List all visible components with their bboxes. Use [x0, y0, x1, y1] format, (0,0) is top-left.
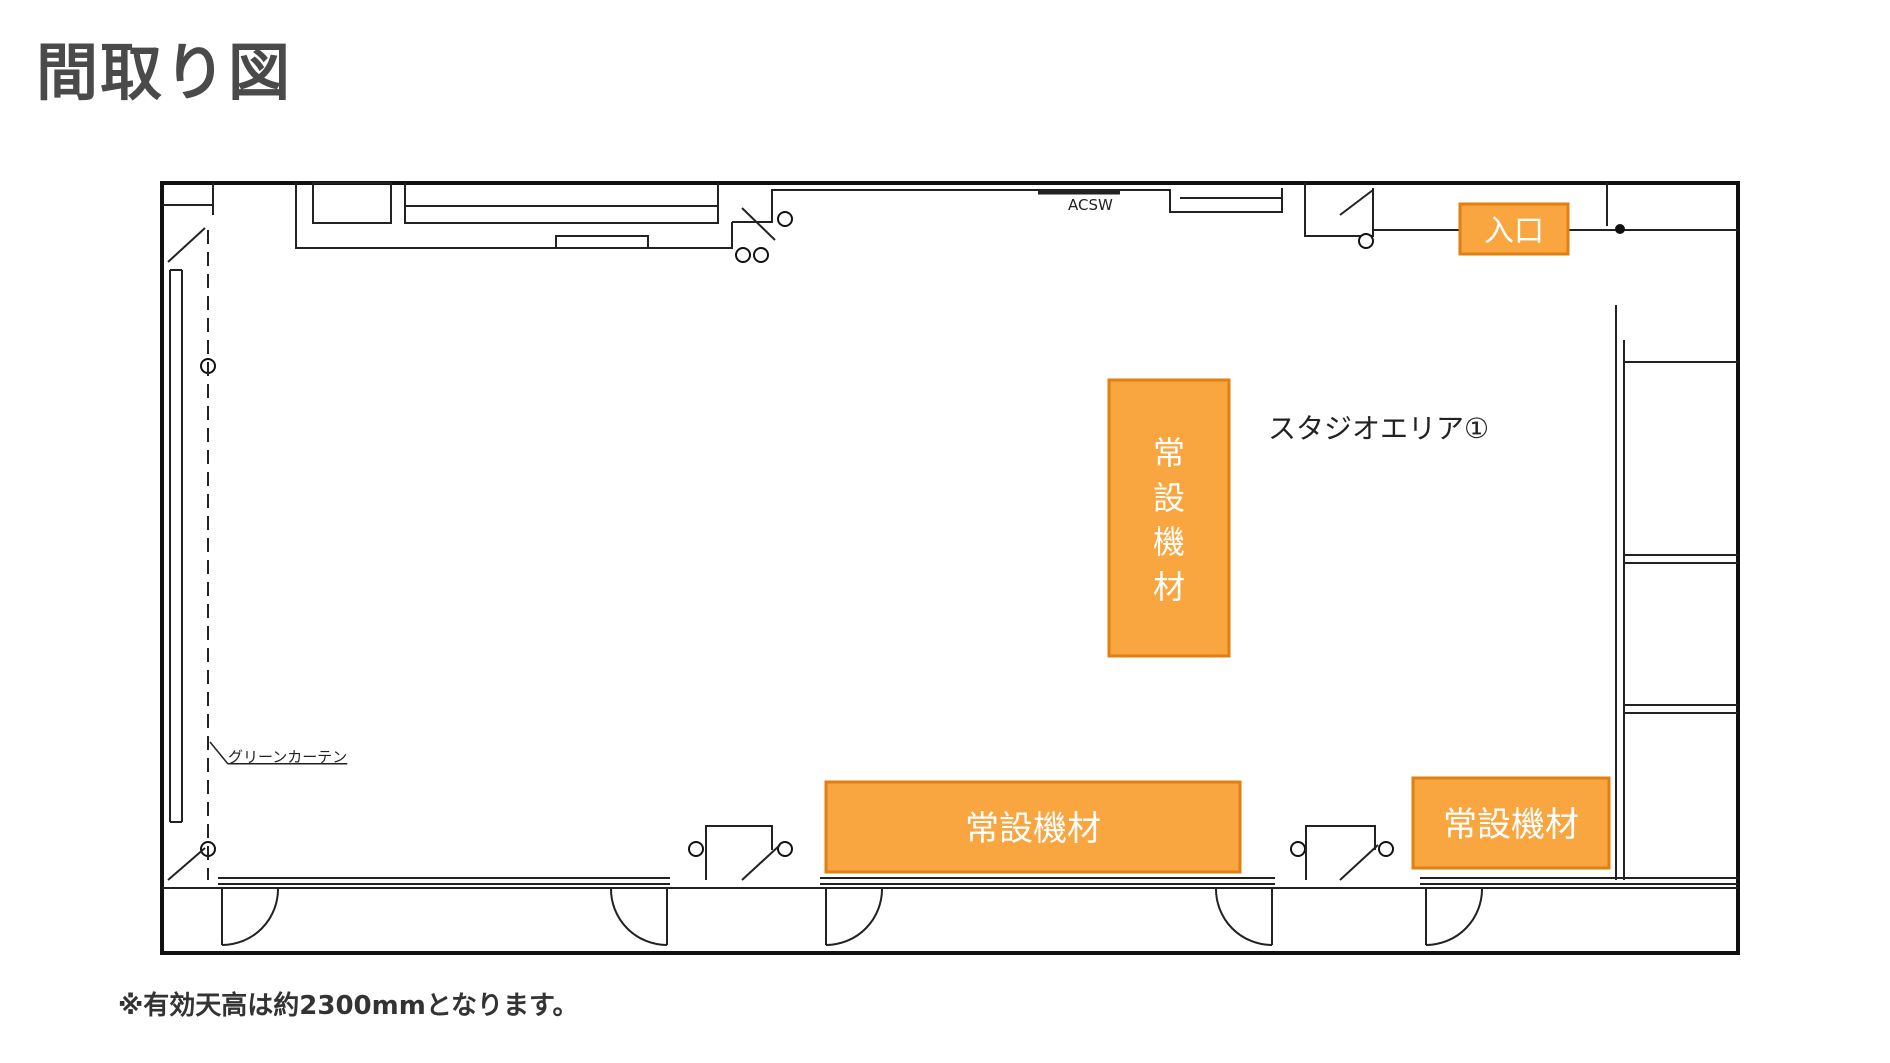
entrance-box	[1458, 202, 1570, 256]
equipment-bottom-box	[824, 780, 1242, 874]
curtain-label: グリーンカーテン	[228, 748, 347, 766]
top-wall	[162, 182, 1738, 249]
studio-area-label: スタジオエリア①	[1268, 412, 1489, 445]
equipment-bottom-label: 常設機材	[965, 809, 1101, 849]
curtain-leader	[209, 741, 229, 765]
equipment-vertical-box	[1107, 378, 1231, 658]
entrance-label: 入口	[1484, 214, 1544, 249]
page-title: 間取り図	[36, 36, 293, 109]
equipment-right-box	[1411, 776, 1611, 870]
ceiling-height-note: ※有効天高は約2300mmとなります。	[118, 991, 579, 1021]
equipment-vertical-char: 機	[1153, 523, 1185, 561]
bottom-doors	[221, 887, 1484, 946]
equipment-vertical-text: 常 設 機 材	[1153, 434, 1185, 606]
plan-outer-frame	[160, 181, 1740, 955]
equipment-vertical-char: 設	[1153, 479, 1185, 517]
bottom-wall	[162, 825, 1738, 889]
acsw-label: ACSW	[1068, 196, 1113, 214]
equipment-right-label: 常設機材	[1443, 805, 1579, 845]
top-doors	[741, 189, 1374, 241]
right-wall	[1615, 305, 1738, 880]
column-markers	[200, 211, 1625, 857]
equipment-vertical-char: 常	[1153, 434, 1185, 472]
equipment-vertical-char: 材	[1153, 568, 1185, 606]
left-wall	[167, 227, 206, 881]
